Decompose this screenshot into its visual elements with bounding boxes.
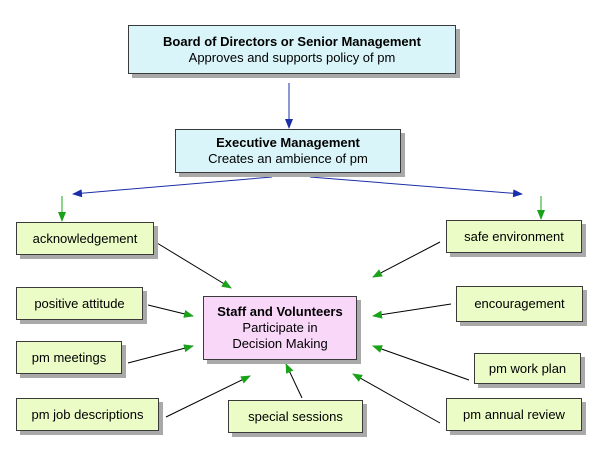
pm-annual-review-box: pm annual review bbox=[446, 398, 582, 431]
board-title: Board of Directors or Senior Management bbox=[163, 33, 421, 49]
positive-attitude-label: positive attitude bbox=[34, 295, 125, 311]
pm-job-descriptions-box: pm job descriptions bbox=[16, 398, 159, 431]
pm-meetings-arrow bbox=[127, 344, 194, 364]
pm-annual-review-label: pm annual review bbox=[463, 406, 565, 422]
pm-annual-review-arrow bbox=[352, 373, 441, 424]
acknowledgement-box: acknowledgement bbox=[16, 222, 154, 255]
pm-job-descriptions-arrow bbox=[165, 375, 251, 418]
positive-attitude-arrow bbox=[147, 304, 194, 318]
staff-title: Staff and Volunteers bbox=[217, 304, 343, 319]
safe-environment-label: safe environment bbox=[464, 228, 564, 244]
executive-to-left-arrow bbox=[72, 176, 273, 198]
pm-meetings-box: pm meetings bbox=[16, 341, 122, 374]
board-subtitle: Approves and supports policy of pm bbox=[188, 49, 396, 65]
pm-job-descriptions-label: pm job descriptions bbox=[31, 406, 144, 422]
encouragement-arrow bbox=[372, 303, 452, 319]
encouragement-box: encouragement bbox=[456, 286, 583, 322]
executive-title: Executive Management bbox=[216, 135, 360, 150]
executive-to-right-arrow bbox=[309, 176, 523, 198]
executive-box: Executive Management Creates an ambience… bbox=[175, 129, 401, 173]
pm-meetings-label: pm meetings bbox=[31, 349, 107, 365]
special-sessions-arrow bbox=[285, 363, 303, 399]
pm-work-plan-label: pm work plan bbox=[488, 360, 567, 376]
special-sessions-label: special sessions bbox=[248, 408, 343, 424]
staff-line-2: Decision Making bbox=[232, 336, 328, 351]
acknowledgement-arrow bbox=[156, 242, 232, 289]
safe-environment-box: safe environment bbox=[446, 220, 582, 253]
acknowledgement-label: acknowledgement bbox=[32, 230, 138, 246]
board-box: Board of Directors or Senior Management … bbox=[128, 25, 456, 74]
staff-box: Staff and Volunteers Participate in Deci… bbox=[203, 296, 357, 360]
encouragement-label: encouragement bbox=[474, 296, 565, 311]
safe-environment-arrow bbox=[372, 241, 441, 278]
special-sessions-box: special sessions bbox=[228, 400, 363, 433]
staff-line-1: Participate in bbox=[242, 320, 318, 335]
executive-subtitle: Creates an ambience of pm bbox=[208, 151, 368, 166]
positive-attitude-box: positive attitude bbox=[16, 287, 143, 320]
pm-work-plan-arrow bbox=[372, 345, 470, 381]
pm-work-plan-box: pm work plan bbox=[474, 353, 581, 384]
